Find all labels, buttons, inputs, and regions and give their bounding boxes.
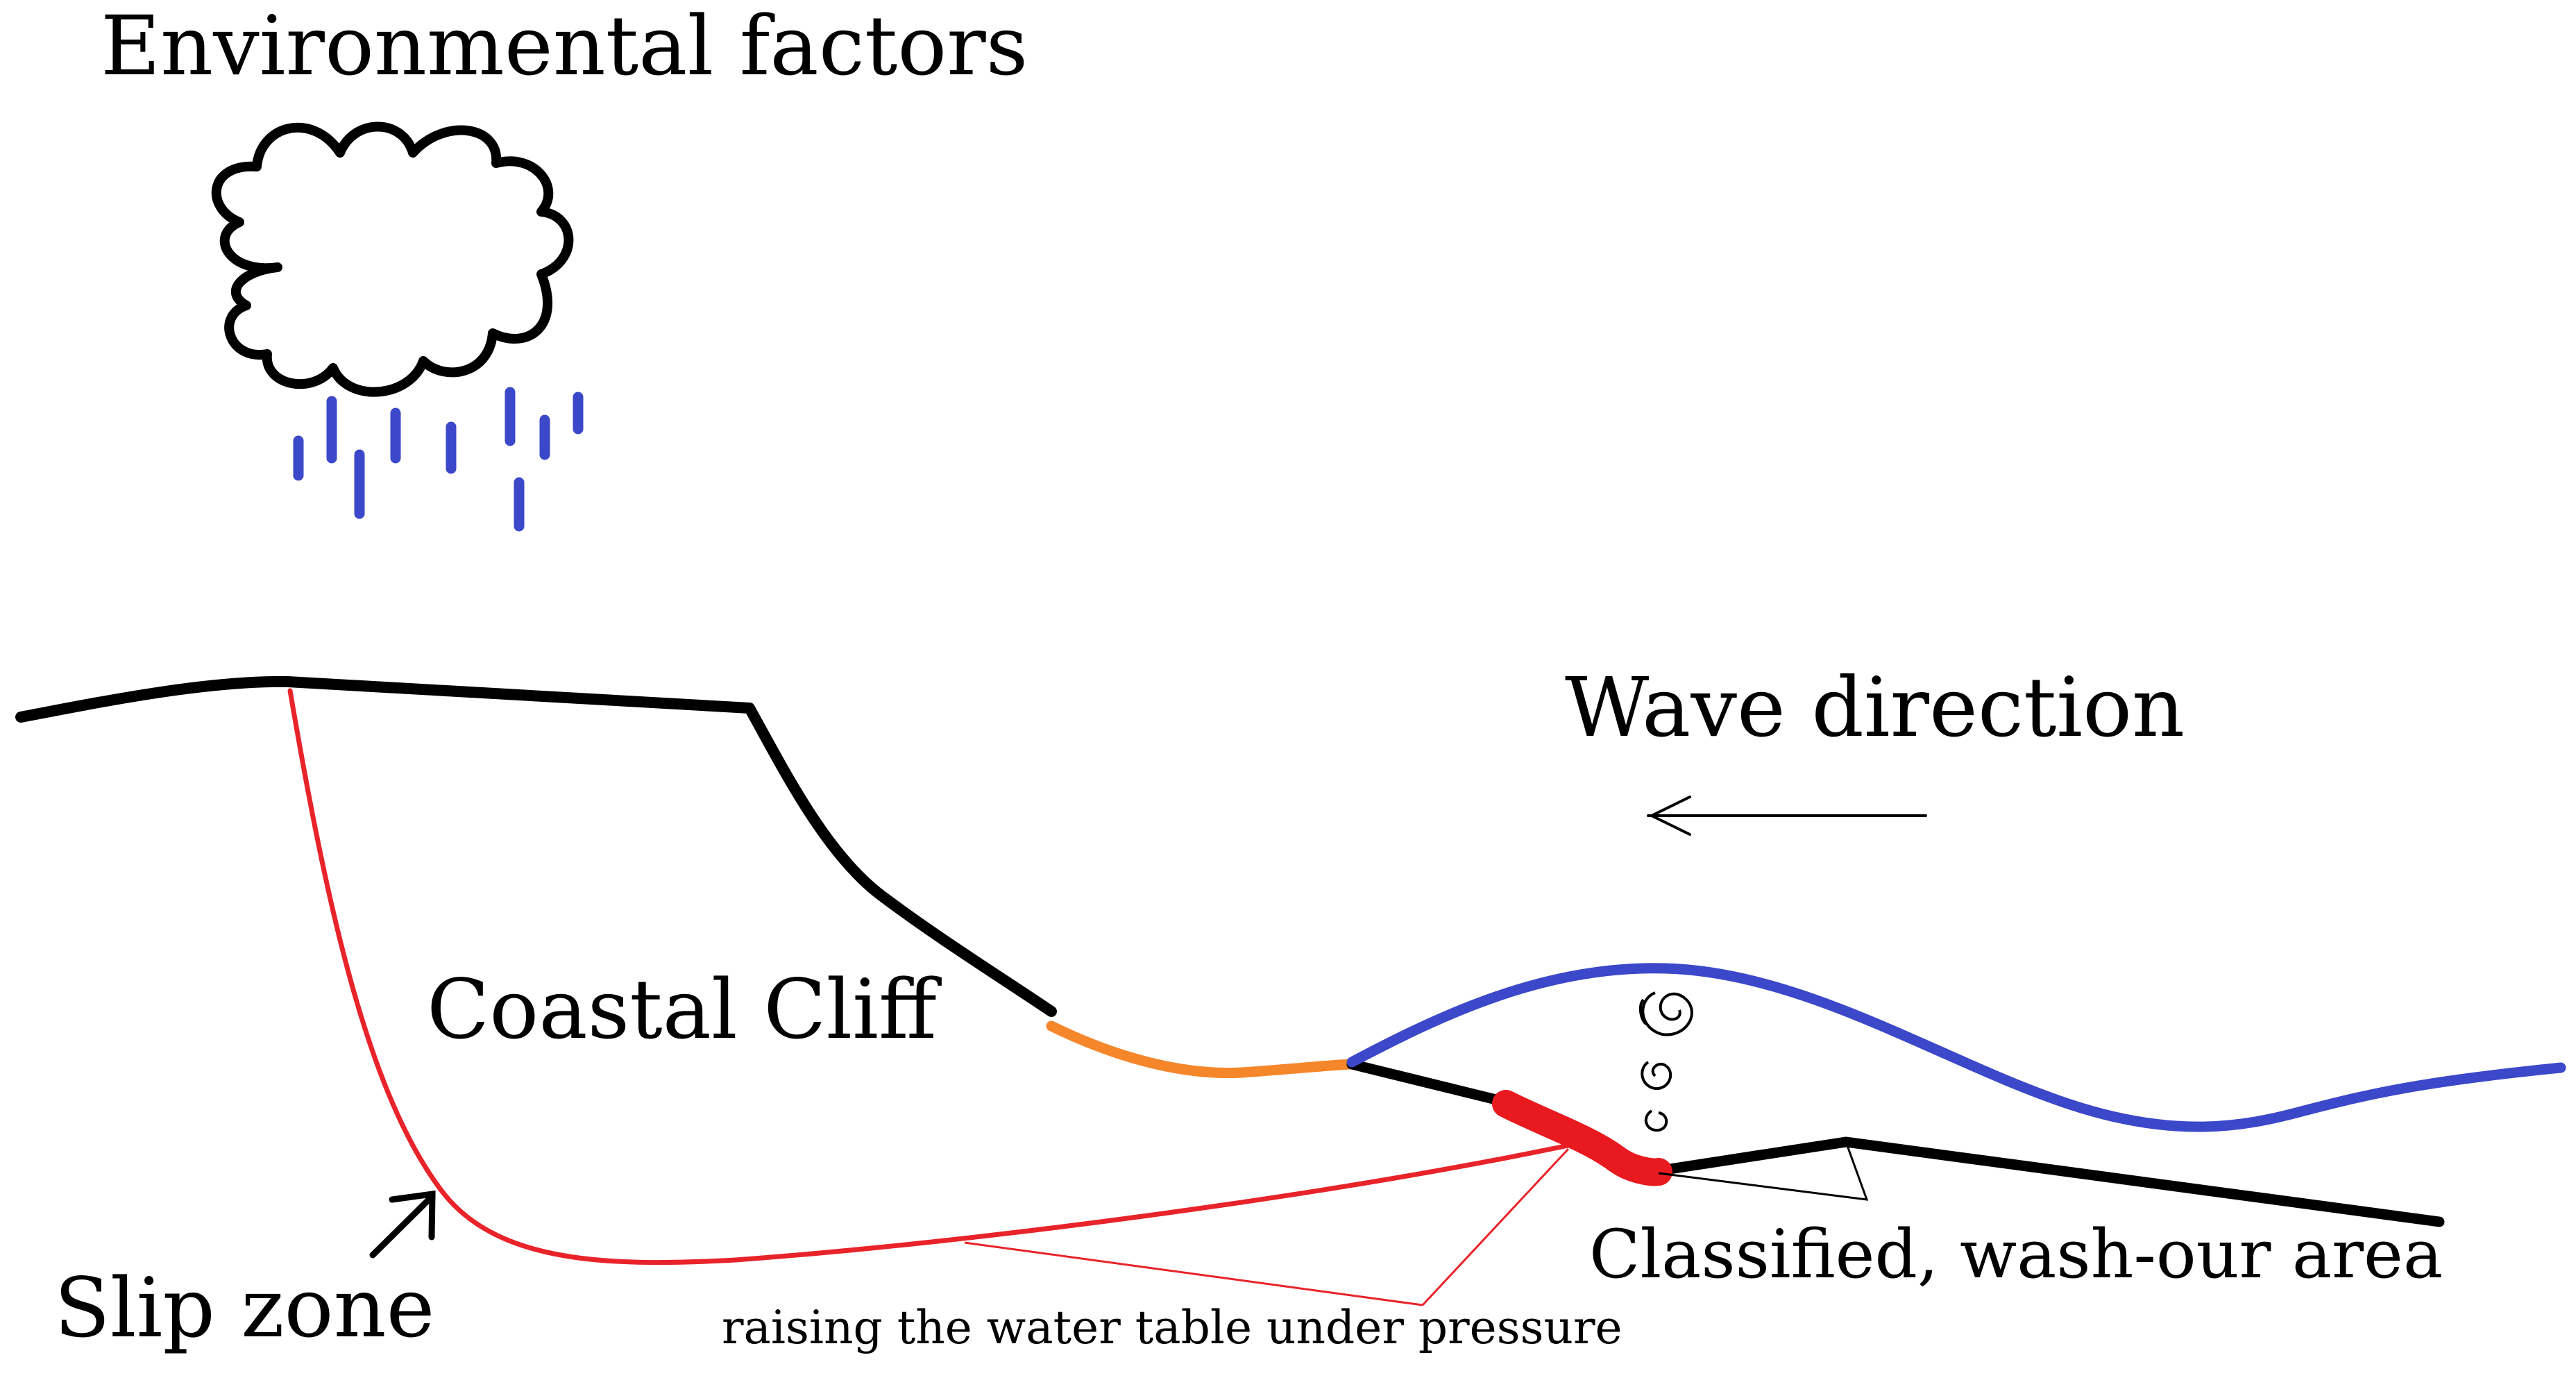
cliff-profile <box>15 675 1057 1017</box>
wave-line <box>1346 963 2566 1132</box>
seabed-profile <box>1646 1136 2445 1227</box>
slip-zone-arrow <box>369 1190 436 1259</box>
wave-direction-arrow <box>1647 796 1927 836</box>
rain-drops <box>293 387 584 532</box>
cliff-toe <box>1046 1020 1355 1079</box>
label-water-table: raising the water table under pressure <box>722 1301 1622 1354</box>
title-environmental-factors: Environmental factors <box>101 0 1028 94</box>
shore-profile <box>1346 1059 1518 1109</box>
erosion-patch <box>1492 1090 1672 1186</box>
water-table-pointer <box>964 1148 1570 1306</box>
label-slip-zone: Slip zone <box>54 1260 434 1356</box>
label-wash-out-area: Classified, wash-our area <box>1589 1216 2443 1293</box>
eddy-icon <box>1638 991 1693 1132</box>
wash-out-pointer <box>1658 1141 1869 1201</box>
label-wave-direction: Wave direction <box>1565 659 2185 755</box>
slip-surface <box>287 688 1571 1266</box>
cloud-icon <box>211 121 574 397</box>
label-coastal-cliff: Coastal Cliff <box>427 961 942 1057</box>
